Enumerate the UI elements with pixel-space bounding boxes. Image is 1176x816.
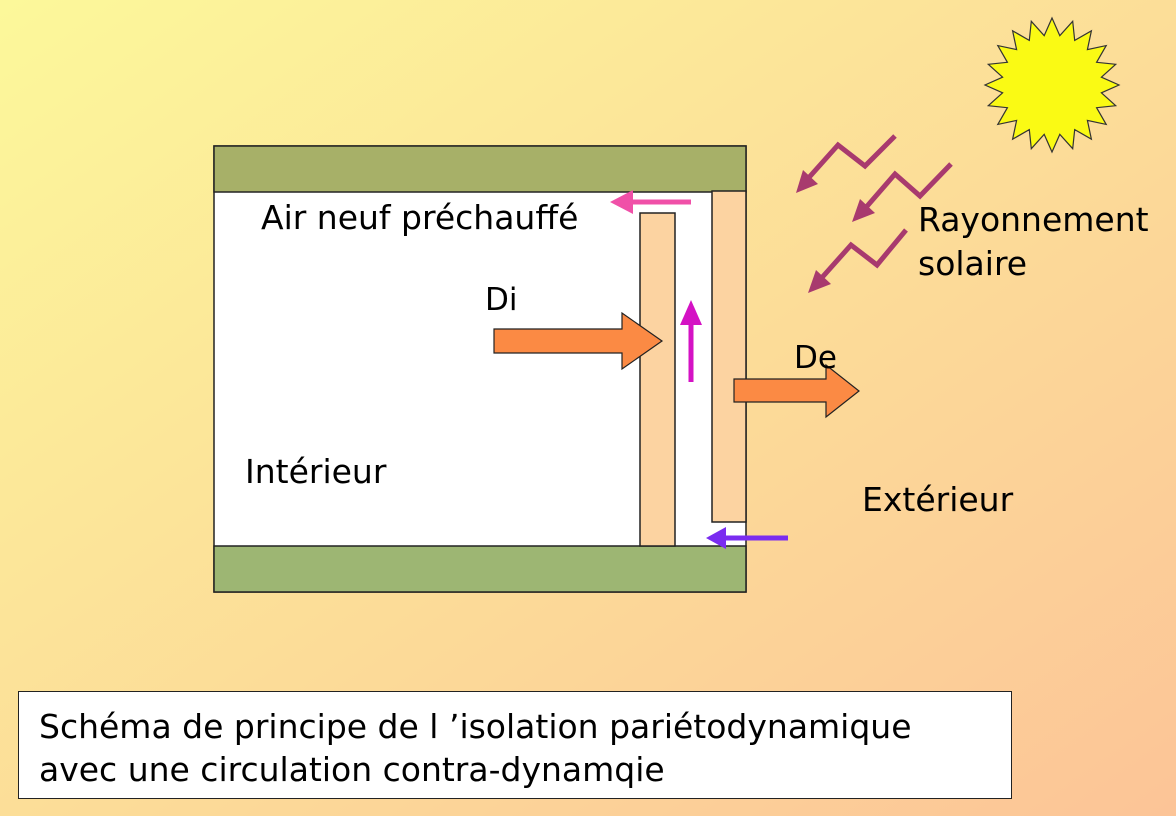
solar-ray-icon [802, 134, 897, 185]
di-label: Di [485, 282, 518, 318]
de-flux-arrow [733, 363, 860, 419]
de-label: De [794, 340, 837, 376]
caption-box: Schéma de principe de l ’isolation parié… [18, 691, 1012, 799]
air-out-arrow [610, 190, 691, 214]
caption-line-2: avec une circulation contra-dynamqie [39, 750, 665, 789]
solar-ray-icon [860, 162, 953, 214]
interieur-label: Intérieur [245, 452, 387, 491]
air-intake-arrow [706, 527, 788, 549]
sun-icon [983, 16, 1121, 154]
solar-ray-icon [816, 228, 908, 284]
rayonnement-label-line2: solaire [918, 244, 1028, 283]
solar-ray-icon [796, 170, 818, 193]
roof-slab [213, 145, 747, 193]
air-rise-arrow [680, 300, 702, 382]
solar-ray-icon [852, 199, 875, 222]
outer-wall-panel [711, 190, 747, 523]
exterieur-label: Extérieur [862, 480, 1014, 519]
air-neuf-label: Air neuf préchauffé [261, 198, 579, 237]
solar-ray-icon [808, 270, 831, 293]
inner-wall-panel [639, 212, 676, 547]
di-flux-arrow [493, 311, 664, 371]
caption-line-1: Schéma de principe de l ’isolation parié… [39, 707, 912, 746]
rayonnement-label-line1: Rayonnement [918, 200, 1149, 239]
floor-slab [213, 545, 747, 593]
